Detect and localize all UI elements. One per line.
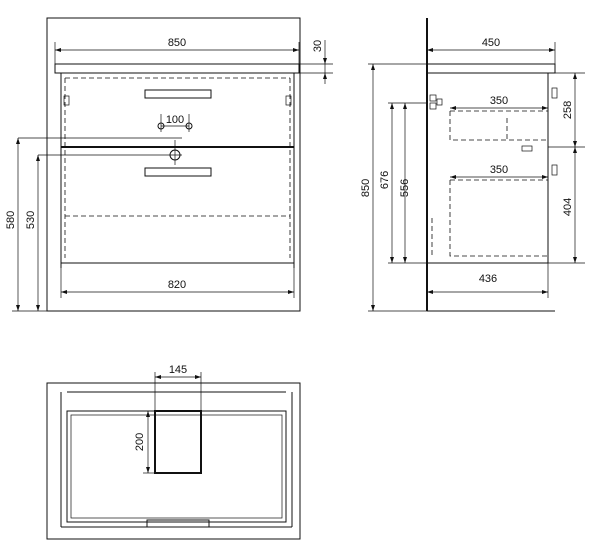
side-upper-handle xyxy=(551,87,558,99)
front-fitting-right xyxy=(285,95,292,106)
dim-30-arrow-top xyxy=(323,58,327,64)
dim-258-label: 258 xyxy=(562,101,574,119)
upper-drawer-handle xyxy=(144,89,212,99)
side-upper-drawer xyxy=(449,110,548,141)
dim-side-850-arrow-bottom xyxy=(371,305,375,311)
front-view: 850 30 100 820 580 530 xyxy=(5,17,333,312)
dim-676-arrow-top xyxy=(390,103,394,109)
top-cabinet-body xyxy=(66,410,287,523)
dim-450-arrow-left xyxy=(427,48,433,52)
dim-556-label: 556 xyxy=(399,179,411,197)
dim-200-arrow-bottom xyxy=(146,467,150,473)
dim-200-label: 200 xyxy=(134,433,146,451)
dim-100-label: 100 xyxy=(166,114,184,126)
dim-556-arrow-top xyxy=(403,103,407,109)
side-view: 450 350 350 436 850 676 5 xyxy=(360,18,585,312)
top-outer-outline xyxy=(46,382,301,540)
dim-side-850-label: 850 xyxy=(360,179,372,197)
dim-530-label: 530 xyxy=(25,211,37,229)
side-lower-handle xyxy=(551,164,558,176)
dim-145-arrow-left xyxy=(155,375,161,379)
dim-258-arrow-top xyxy=(573,73,577,79)
side-fitting-1 xyxy=(429,94,437,102)
side-fitting-3 xyxy=(436,98,443,106)
front-countertop xyxy=(54,63,300,74)
siphon-cutout xyxy=(154,410,202,474)
dim-850-label: 850 xyxy=(168,37,186,49)
dim-530-arrow-top xyxy=(36,155,40,161)
dim-450-arrow-right xyxy=(549,48,555,52)
dim-450-label: 450 xyxy=(482,37,500,49)
top-view: 145 200 xyxy=(46,364,301,540)
dim-676-arrow-bottom xyxy=(390,257,394,263)
side-lower-drawer xyxy=(449,179,548,257)
dim-850-arrow-left xyxy=(55,48,61,52)
dim-820-label: 820 xyxy=(168,279,186,291)
dim-side-850-arrow-top xyxy=(371,64,375,70)
side-cabinet-body xyxy=(426,72,549,264)
top-cabinet-inner xyxy=(70,414,283,519)
lower-drawer-handle xyxy=(144,167,212,177)
dim-404-arrow-bottom xyxy=(573,257,577,263)
dim-350-lower-arrow-right xyxy=(542,175,548,179)
dim-404-label: 404 xyxy=(562,198,574,216)
dim-350-upper-arrow-left xyxy=(450,106,456,110)
dim-436-arrow-left xyxy=(427,290,433,294)
dim-850-arrow-right xyxy=(293,48,299,52)
dim-258-arrow-bottom xyxy=(573,141,577,147)
front-wall-outline xyxy=(46,17,301,312)
dim-350-upper-arrow-right xyxy=(542,106,548,110)
dim-350-lower-label: 350 xyxy=(490,164,508,176)
dim-676-label: 676 xyxy=(379,171,391,189)
dim-436-label: 436 xyxy=(479,273,497,285)
dim-530-arrow-bottom xyxy=(36,305,40,311)
dim-820-arrow-left xyxy=(61,290,67,294)
dim-580-arrow-top xyxy=(16,138,20,144)
dim-350-lower-arrow-left xyxy=(450,175,456,179)
dim-145-arrow-right xyxy=(195,375,201,379)
side-countertop xyxy=(426,63,556,74)
side-fitting-2 xyxy=(429,102,437,110)
dim-404-arrow-top xyxy=(573,147,577,153)
dim-30-arrow-bottom xyxy=(323,73,327,79)
dim-350-upper-label: 350 xyxy=(490,95,508,107)
dim-580-arrow-bottom xyxy=(16,305,20,311)
dim-580-label: 580 xyxy=(5,211,17,229)
dim-145-label: 145 xyxy=(169,364,187,376)
top-drawer-handle xyxy=(146,519,210,528)
front-cabinet-body xyxy=(60,72,295,264)
dim-200-arrow-top xyxy=(146,411,150,417)
dim-556-arrow-bottom xyxy=(403,257,407,263)
dim-30-label: 30 xyxy=(312,40,324,52)
side-siphon-stub xyxy=(521,145,533,152)
dim-436-arrow-right xyxy=(542,290,548,294)
dim-820-arrow-right xyxy=(288,290,294,294)
front-fitting-left xyxy=(63,95,70,106)
